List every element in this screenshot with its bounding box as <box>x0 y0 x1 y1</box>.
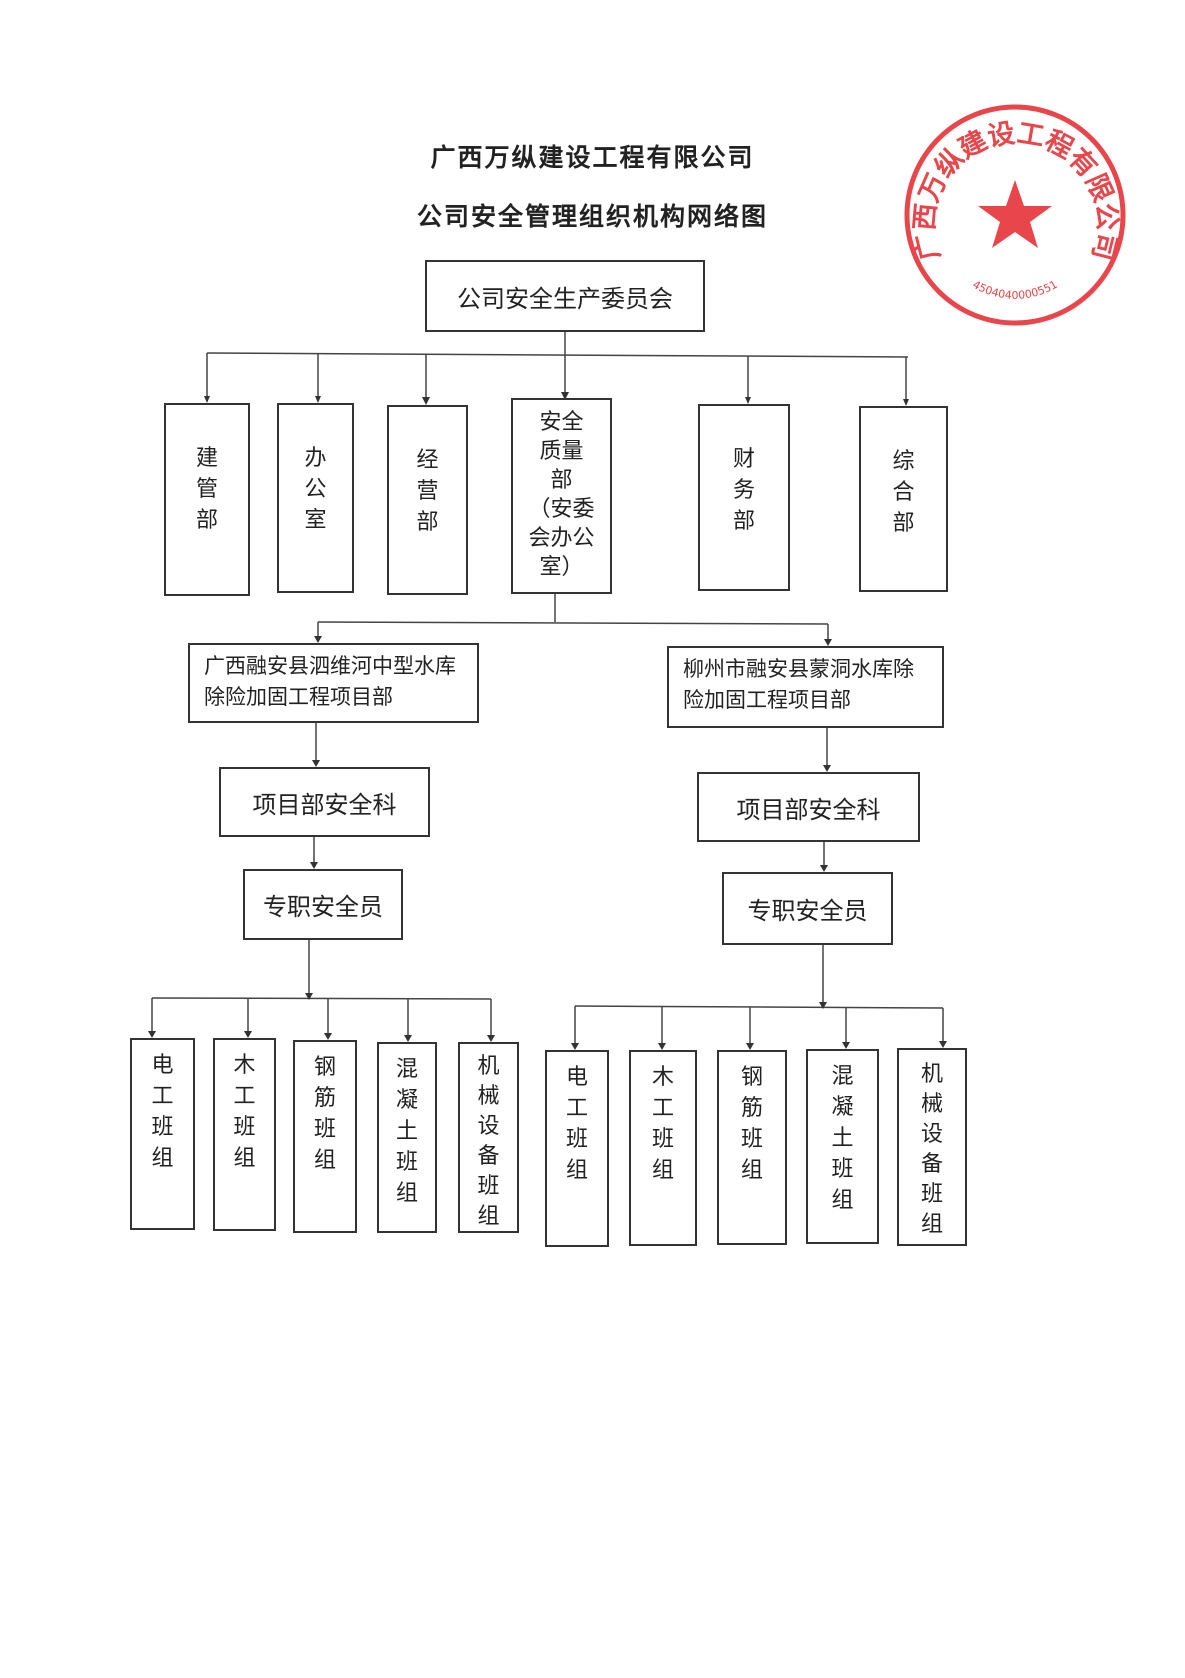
team-box: 钢 筋 班 组 <box>293 1040 357 1233</box>
dept-label: 经 营 部 <box>416 448 439 535</box>
safety-officer-right: 专职安全员 <box>722 872 893 945</box>
team-label: 钢 筋 班 组 <box>740 1065 763 1183</box>
project-box-left: 广西融安县泗维河中型水库除险加固工程项目部 <box>188 643 479 723</box>
team-box: 混 凝 土 班 组 <box>377 1042 437 1233</box>
officer-label: 专职安全员 <box>263 893 383 921</box>
dept-label: 综 合 部 <box>892 449 915 536</box>
officer-label: 专职安全员 <box>747 897 868 925</box>
dept-construction-mgmt: 建 管 部 <box>164 403 250 596</box>
team-label: 混 凝 土 班 组 <box>395 1057 418 1206</box>
dept-label: 安全 质量 部 （安委 会办公 室） <box>528 410 595 580</box>
dept-label: 建 管 部 <box>195 446 218 533</box>
team-box: 混 凝 土 班 组 <box>806 1049 879 1244</box>
safety-committee-box: 公司安全生产委员会 <box>425 260 705 332</box>
team-label: 电 工 班 组 <box>151 1053 174 1171</box>
project-safety-dept-right: 项目部安全科 <box>697 772 920 842</box>
team-box: 机 械 设 备 班 组 <box>897 1048 967 1246</box>
svg-text:4504040000551: 4504040000551 <box>970 278 1059 302</box>
team-box: 钢 筋 班 组 <box>717 1050 787 1245</box>
team-label: 木 工 班 组 <box>233 1053 256 1171</box>
project-safety-dept-left: 项目部安全科 <box>219 767 430 837</box>
team-label: 钢 筋 班 组 <box>313 1055 336 1173</box>
team-label: 机 械 设 备 班 组 <box>477 1054 500 1229</box>
dept-safety-quality: 安全 质量 部 （安委 会办公 室） <box>511 398 612 594</box>
dept-finance: 财 务 部 <box>698 404 790 591</box>
dept-office: 办 公 室 <box>277 403 354 593</box>
dept-label: 财 务 部 <box>732 447 755 534</box>
company-seal: 广西万纵建设工程有限公司 4504040000551 <box>904 104 1126 326</box>
team-box: 电 工 班 组 <box>545 1050 609 1247</box>
project-box-right: 柳州市融安县蒙洞水库除险加固工程项目部 <box>667 646 944 728</box>
team-box: 木 工 班 组 <box>629 1050 697 1246</box>
star-icon <box>978 180 1052 248</box>
dept-operations: 经 营 部 <box>387 405 468 595</box>
arrowheads <box>148 392 947 1050</box>
safety-dept-label: 项目部安全科 <box>252 790 397 819</box>
dept-label: 办 公 室 <box>304 446 327 533</box>
team-label: 机 械 设 备 班 组 <box>920 1062 943 1237</box>
team-box: 木 工 班 组 <box>213 1038 276 1231</box>
company-name: 广西万纵建设工程有限公司 <box>430 143 755 172</box>
safety-committee-label: 公司安全生产委员会 <box>457 284 673 313</box>
team-label: 混 凝 土 班 组 <box>831 1064 854 1213</box>
team-box: 机 械 设 备 班 组 <box>458 1042 519 1233</box>
safety-dept-label: 项目部安全科 <box>736 795 881 824</box>
team-label: 木 工 班 组 <box>651 1065 674 1183</box>
team-label: 电 工 班 组 <box>565 1065 588 1183</box>
team-box: 电 工 班 组 <box>130 1038 195 1230</box>
dept-general: 综 合 部 <box>859 406 948 592</box>
chart-title: 公司安全管理组织机构网络图 <box>416 202 768 231</box>
safety-officer-left: 专职安全员 <box>243 869 403 940</box>
